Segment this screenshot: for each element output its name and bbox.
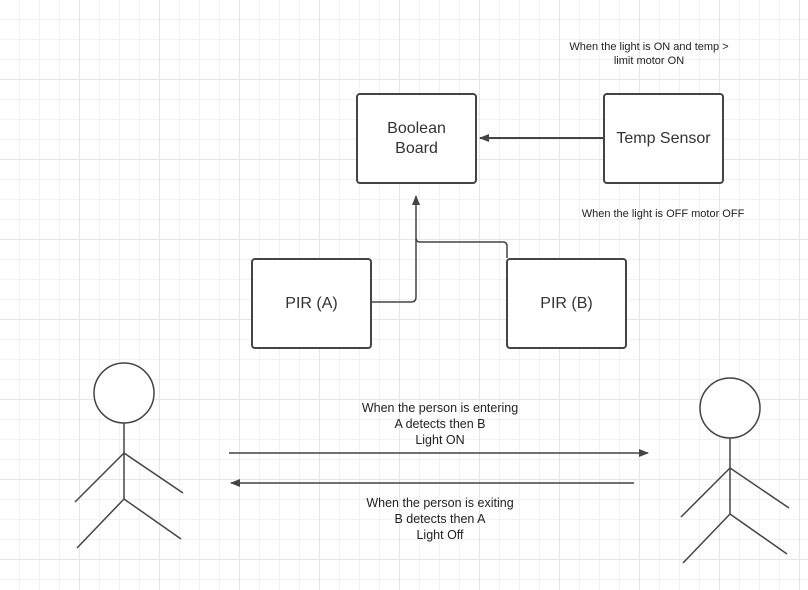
pir-a-label: PIR (A) [285, 294, 338, 312]
person-right-figure [680, 377, 790, 564]
boolean-board-node[interactable]: Boolean Board [356, 93, 477, 184]
person-left-arm-right [123, 452, 184, 494]
pir-b-node[interactable]: PIR (B) [506, 258, 627, 349]
pir-b-to-board-connector [415, 237, 508, 258]
person-left-head [93, 362, 155, 424]
temp-sensor-label: Temp Sensor [616, 129, 711, 147]
person-left-arm-left [74, 452, 125, 503]
person-right-arm-left [680, 467, 731, 518]
pir-a-to-board-connector [372, 195, 420, 303]
pir-a-node[interactable]: PIR (A) [251, 258, 372, 349]
person-right-head [699, 377, 761, 439]
light-on-rule-note: When the light is ON and temp > limit mo… [569, 41, 729, 67]
person-right-arm-right [729, 467, 790, 509]
exiting-label: When the person is exiting B detects the… [366, 496, 514, 542]
pir-b-label: PIR (B) [540, 294, 593, 312]
person-right-leg-right [729, 513, 788, 555]
person-left-figure [74, 362, 184, 549]
person-left-leg-right [123, 498, 182, 540]
person-right-leg-left [682, 513, 731, 564]
person-left-leg-left [76, 498, 125, 549]
light-off-rule-note: When the light is OFF motor OFF [581, 208, 745, 220]
boolean-board-label: Boolean Board [387, 119, 446, 157]
entering-label: When the person is entering A detects th… [361, 401, 519, 447]
temp-sensor-node[interactable]: Temp Sensor [603, 93, 724, 184]
